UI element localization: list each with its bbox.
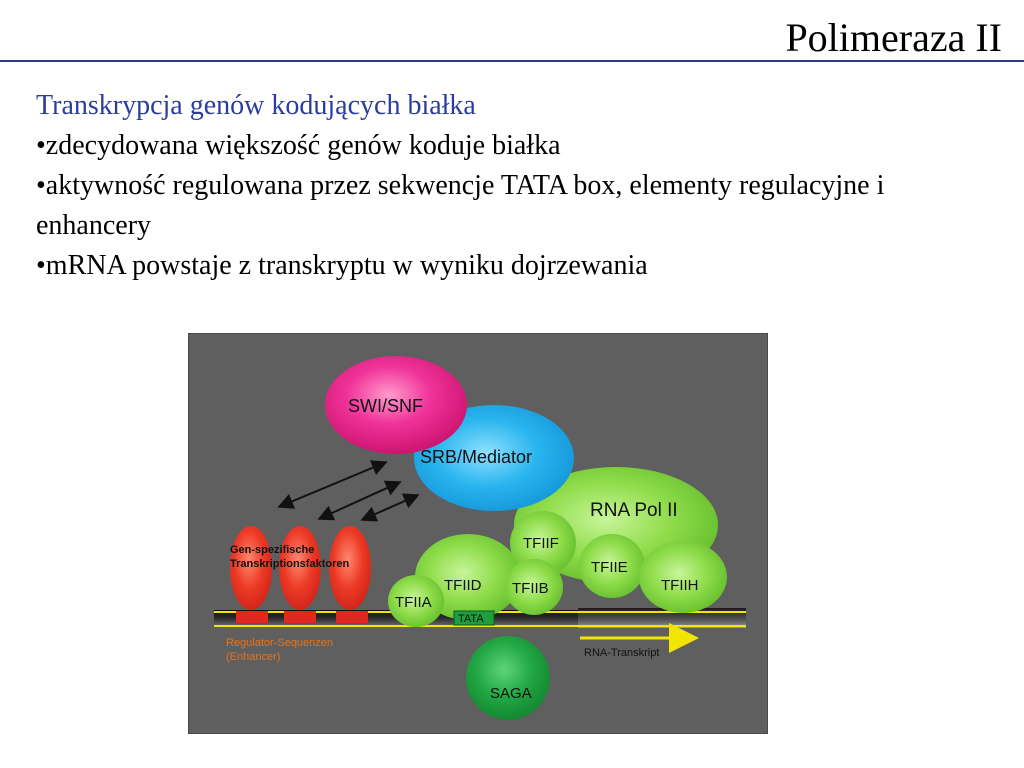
section-heading: Transkrypcja genów kodujących białka xyxy=(36,90,476,121)
regulator-sequenzen-label-1: Regulator-Sequenzen xyxy=(226,637,333,649)
tfiih-ellipse xyxy=(639,541,727,613)
swi-snf-ellipse xyxy=(325,356,467,454)
tata-label: TATA xyxy=(458,613,484,625)
tfiih-label: TFIIH xyxy=(661,577,699,594)
tfiie-label: TFIIE xyxy=(591,559,628,576)
transcription-factor-ellipse xyxy=(230,526,272,610)
regulator-sequenzen-label-2: (Enhancer) xyxy=(226,651,280,663)
tfiib-ellipse xyxy=(505,559,563,615)
saga-label: SAGA xyxy=(490,685,532,702)
bullet-item: •mRNA powstaje z transkryptu w wyniku do… xyxy=(36,250,648,281)
transcription-factor-ellipse xyxy=(279,526,321,610)
tfiia-label: TFIIA xyxy=(395,594,432,611)
tfiia-ellipse xyxy=(388,575,444,627)
tfiid-label: TFIID xyxy=(444,577,482,594)
srb-mediator-label: SRB/Mediator xyxy=(420,447,532,467)
tfiif-label: TFIIF xyxy=(523,535,559,552)
rna-pol-ii-label: RNA Pol II xyxy=(590,500,678,521)
tfiif-ellipse xyxy=(510,511,576,575)
slide-title: Polimeraza II xyxy=(785,15,1002,60)
swi-snf-label: SWI/SNF xyxy=(348,396,423,416)
transcription-factor-ellipse xyxy=(329,526,371,610)
tfiie-ellipse xyxy=(579,534,645,598)
regulator-box xyxy=(284,611,316,623)
rna-transkript-label: RNA-Transkript xyxy=(584,647,659,659)
transcription-diagram: Gen-spezifische Transkriptionsfaktoren R… xyxy=(187,332,769,735)
regulator-box xyxy=(336,611,368,623)
gen-spezifische-label-2: Transkriptionsfaktoren xyxy=(230,558,349,570)
title-divider xyxy=(0,60,1024,62)
slide-content: Transkrypcja genów kodujących białka •zd… xyxy=(36,86,996,286)
double-arrow xyxy=(317,480,402,521)
tata-box xyxy=(453,610,495,626)
double-arrow xyxy=(360,493,420,522)
saga-ellipse xyxy=(466,636,550,720)
gen-spezifische-label-1: Gen-spezifische xyxy=(230,544,314,556)
bullet-item: •aktywność regulowana przez sekwencje TA… xyxy=(36,170,885,241)
bullet-item: •zdecydowana większość genów koduje biał… xyxy=(36,130,561,161)
tfiib-label: TFIIB xyxy=(512,580,549,597)
regulator-box xyxy=(236,611,268,623)
